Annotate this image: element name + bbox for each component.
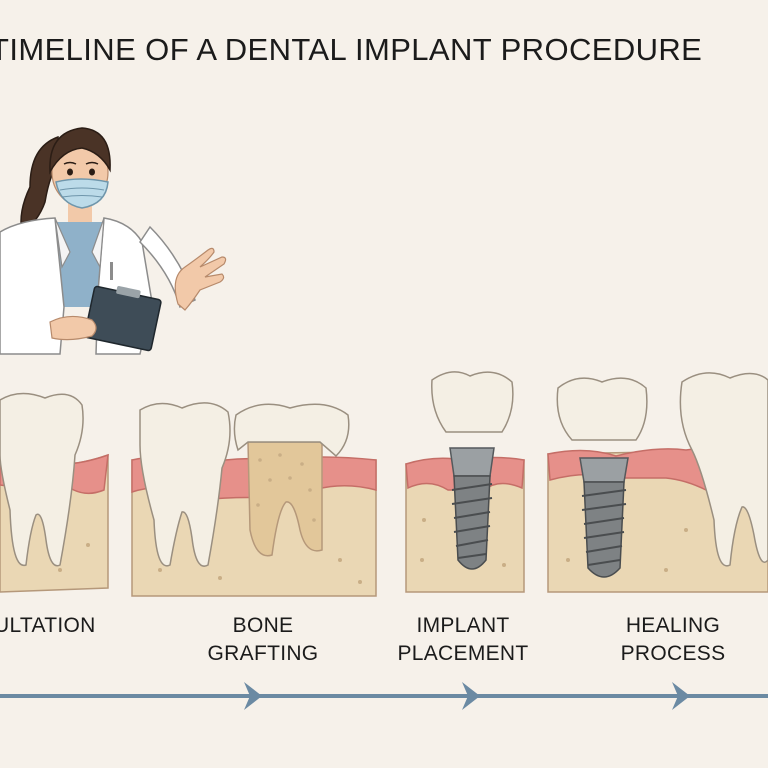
page-title: TIMELINE OF A DENTAL IMPLANT PROCEDURE — [0, 32, 703, 67]
timeline-line — [0, 682, 768, 710]
stage-bone-grafting — [130, 360, 378, 600]
dentist-illustration — [0, 127, 227, 355]
timeline-arrow-2 — [462, 682, 480, 710]
timeline-arrow-3 — [672, 682, 690, 710]
bone-graft-illustration — [131, 402, 377, 597]
stage-label-consultation: ULTATION — [0, 614, 96, 637]
stage-implant-placement — [404, 360, 526, 600]
stage-label-healing-process: HEALING PROCESS — [620, 614, 726, 665]
stage-healing-process — [546, 360, 768, 600]
stage-label-bone-grafting: BONE GRAFTING — [207, 614, 319, 665]
implant-illustration — [405, 371, 525, 593]
timeline-arrow-1 — [244, 682, 262, 710]
stage-label-implant-placement: IMPLANT PLACEMENT — [397, 614, 529, 665]
healing-illustration — [547, 372, 768, 593]
healthy-tooth-illustration — [0, 392, 109, 593]
stage-consultation — [0, 360, 110, 600]
